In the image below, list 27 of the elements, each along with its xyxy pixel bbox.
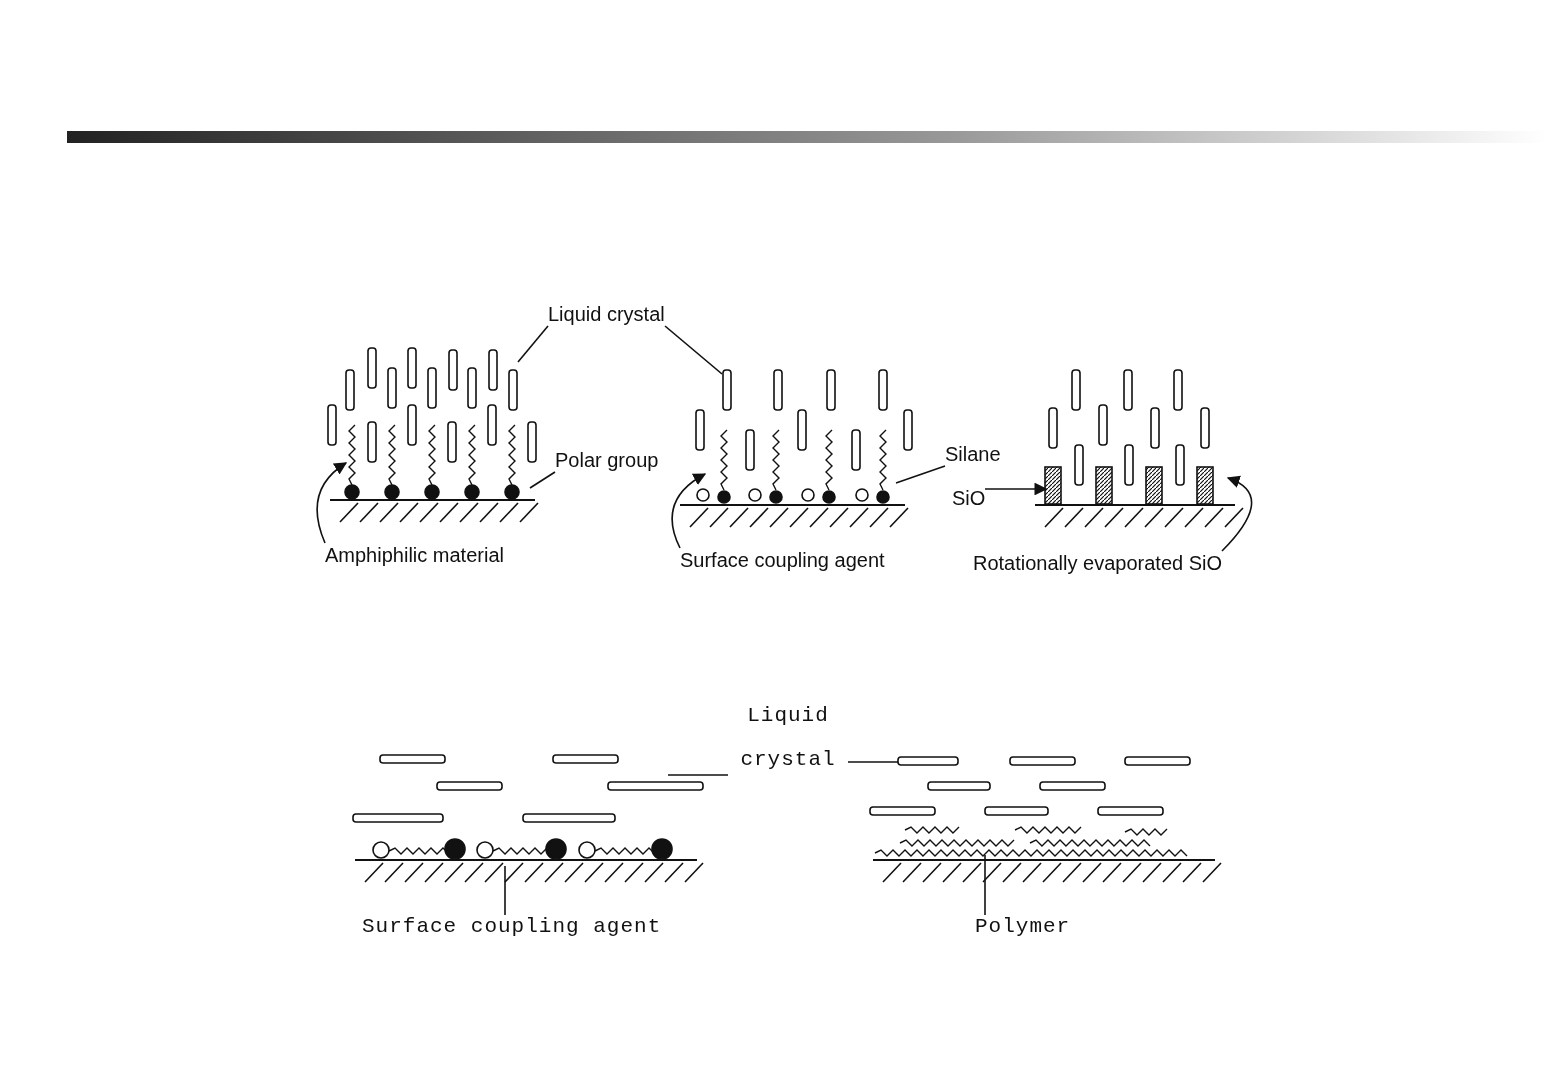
callout-label: SiO — [952, 486, 986, 510]
polymer-alignment-drawing — [869, 756, 1222, 883]
callout-label: Polar group — [555, 448, 659, 472]
callout-label: Silane — [945, 442, 1001, 466]
callout-label: Liquid crystal — [548, 302, 665, 326]
callout-label: Surface coupling agent — [680, 548, 885, 572]
arrow — [1221, 476, 1253, 552]
leader-line — [984, 854, 986, 916]
callout-label: Polymer — [975, 915, 1071, 939]
arrow — [671, 473, 707, 549]
leader-line — [529, 471, 556, 489]
arrow — [984, 482, 1048, 496]
callout-label: Amphiphilic material — [325, 543, 504, 567]
leader-line — [517, 325, 549, 363]
leader-line — [847, 761, 899, 763]
coupling-agent-alignment-drawing — [352, 754, 704, 883]
arrow — [316, 462, 348, 544]
leader-line — [664, 325, 723, 375]
silane-alignment-drawing — [679, 369, 913, 528]
leader-line — [504, 865, 506, 916]
callout-label: Surface coupling agent — [362, 915, 662, 939]
amphiphilic-alignment-drawing — [327, 347, 539, 523]
leader-line — [667, 774, 729, 776]
leader-line — [895, 465, 946, 484]
callout-label: Rotationally evaporated SiO — [973, 551, 1223, 575]
sio-alignment-drawing — [1034, 369, 1244, 528]
callout-label: Liquid crystal — [728, 694, 848, 782]
